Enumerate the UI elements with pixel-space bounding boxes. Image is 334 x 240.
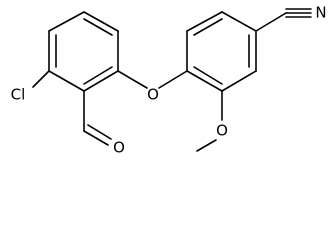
bond-ring-to-nitrile-carbon [255,12,287,32]
bond-l3-l4 [83,70,119,92]
bond-l6-l1 [48,11,85,32]
aldehyde-oxygen-label: O [113,139,125,157]
molecule-diagram: Cl O O O N [10,3,327,157]
left-benzene-ring [48,11,119,92]
bond-aldehyde-c-o [83,130,109,146]
chlorine-label: Cl [11,86,26,104]
bond-l4-l5 [48,70,85,92]
bond-left-ring-to-ether-o [117,70,148,89]
bond-methoxy-o-to-methyl [196,139,217,152]
bond-l1-l2 [83,11,119,32]
double-bond-l3-l4 [83,66,113,85]
ether-oxygen-label: O [147,86,159,104]
double-bond-aldehyde-c-o [87,124,112,140]
methoxy-oxygen-label: O [216,122,228,140]
double-bond-l1-l2 [83,18,113,36]
bond-r5-r6 [186,70,223,92]
right-benzene-ring [186,11,257,92]
double-bond-r1-r2 [193,18,223,36]
nitrile-nitrogen-label: N [315,4,326,22]
bond-r1-r2 [186,11,223,32]
double-bond-r5-r6 [193,66,223,85]
bond-r4-r5 [221,70,257,92]
bond-r2-r3 [221,11,257,32]
bond-ether-o-to-right-ring [158,70,188,89]
bond-ring-to-chlorine [32,70,50,88]
